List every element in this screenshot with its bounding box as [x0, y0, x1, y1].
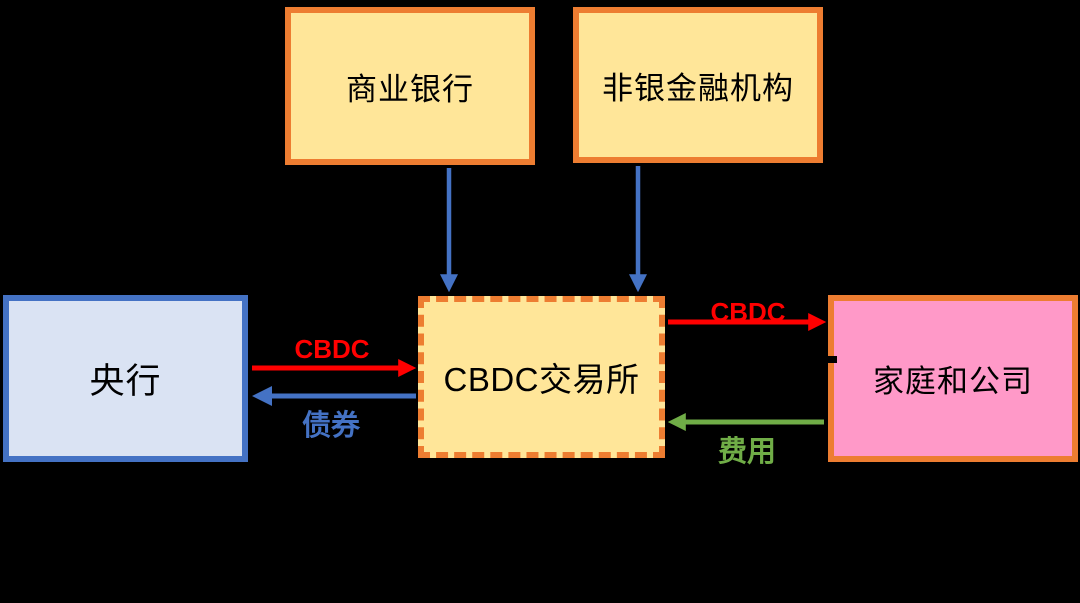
- edge-label-bond-exchange-to-central: 债券: [301, 410, 361, 442]
- node-households-companies: 家庭和公司: [828, 295, 1078, 462]
- node-central-bank: 央行: [3, 295, 248, 462]
- node-nonbank-institutions: 非银金融机构: [573, 7, 823, 163]
- node-cbdc-exchange: CBDC交易所: [418, 296, 665, 458]
- node-commercial-banks: 商业银行: [285, 7, 535, 165]
- node-cbdc-exchange-label: CBDC交易所: [443, 361, 640, 398]
- edge-label-cbdc-exchange-to-households: CBDC: [710, 297, 786, 327]
- node-households-companies-label: 家庭和公司: [873, 364, 1033, 399]
- edge-label-fee-households-to-exchange: 费用: [717, 436, 777, 468]
- node-central-bank-label: 央行: [89, 362, 162, 401]
- connector-stub: [818, 356, 837, 363]
- edge-label-cbdc-central-to-exchange: CBDC: [294, 334, 370, 364]
- node-nonbank-institutions-label: 非银金融机构: [602, 70, 794, 106]
- node-commercial-banks-label: 商业银行: [346, 71, 474, 107]
